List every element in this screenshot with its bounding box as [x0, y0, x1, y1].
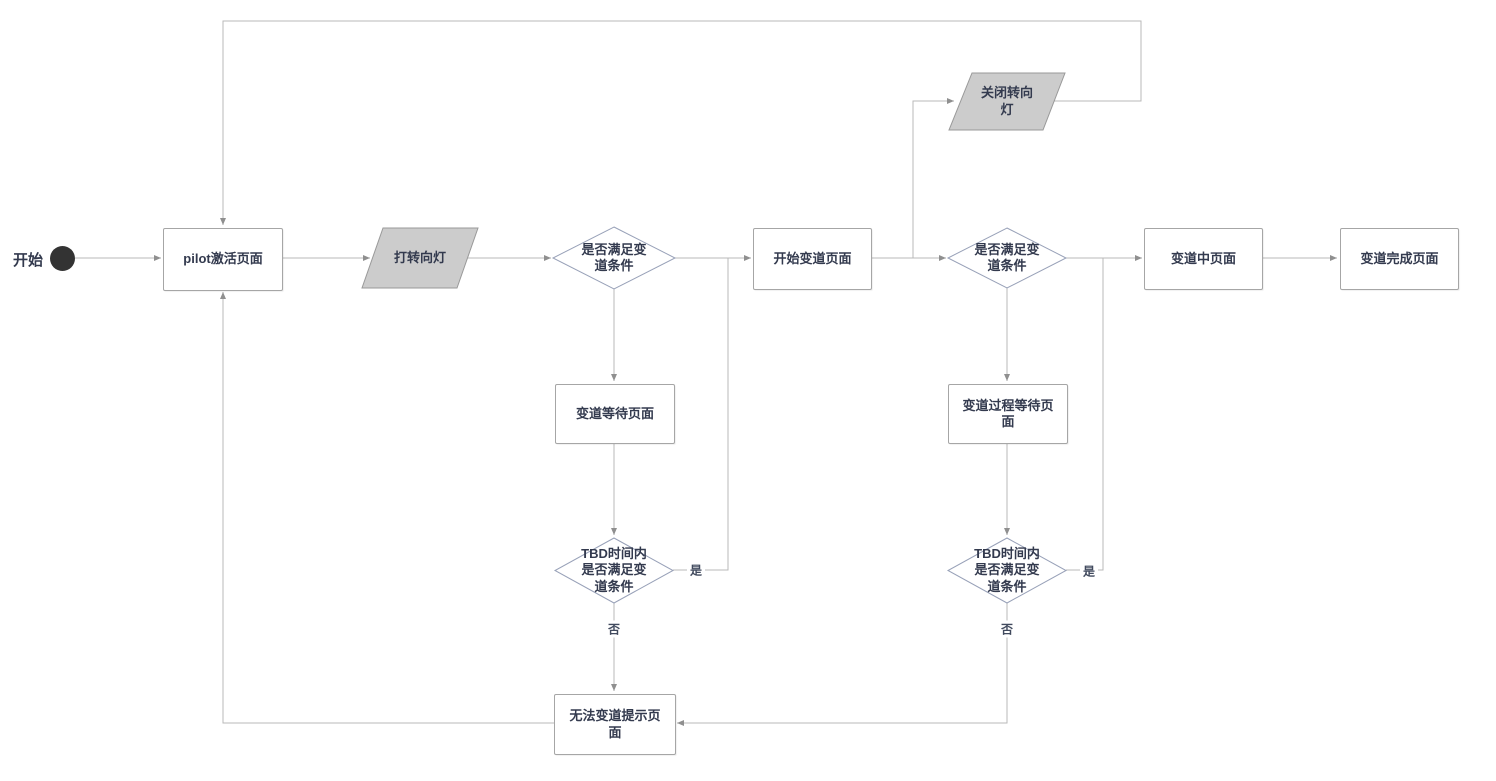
edge-signal-off-to-pilot-top	[220, 20, 1142, 225]
edge-label-yes-1: 是	[686, 561, 706, 579]
edge-fail-to-pilot-bottom	[220, 292, 554, 724]
start-node[interactable]	[50, 246, 75, 271]
node-complete-page[interactable]: 变道完成页面	[1340, 228, 1459, 290]
diamond-shape	[948, 538, 1066, 603]
node-turn-signal-on[interactable]: 打转向灯	[362, 228, 478, 288]
parallelogram-shape	[362, 228, 478, 288]
node-wait-page-2-label: 变道过程等待页面	[962, 397, 1054, 429]
edge-label-yes-2: 是	[1079, 562, 1099, 580]
diamond-shape	[948, 228, 1066, 288]
diamond-shape	[555, 538, 673, 603]
node-changing-page-label: 变道中页面	[1170, 250, 1236, 266]
node-turn-signal-on-label: 打转向灯	[393, 249, 446, 265]
node-tbd-condition-2-label: TBD时间内是否满足变道条件	[974, 546, 1040, 594]
node-condition-1-label: 是否满足变道条件	[581, 241, 647, 273]
node-tbd-condition-1-label: TBD时间内是否满足变道条件	[581, 546, 647, 594]
node-condition-2-label: 是否满足变道条件	[974, 241, 1040, 273]
node-turn-signal-off[interactable]: 关闭转向灯	[949, 73, 1065, 130]
node-condition-2[interactable]: 是否满足变道条件	[948, 228, 1066, 288]
edge-tbd1-yes-to-rail	[673, 258, 729, 571]
node-pilot-page-label: pilot激活页面	[183, 251, 263, 267]
start-label: 开始	[13, 252, 44, 269]
edge-branch-to-signal-off	[912, 98, 954, 258]
node-tbd-condition-2[interactable]: TBD时间内是否满足变道条件	[948, 538, 1066, 603]
node-complete-page-label: 变道完成页面	[1360, 250, 1439, 266]
node-condition-1[interactable]: 是否满足变道条件	[553, 227, 675, 289]
edge-tbd2-no-to-fail	[677, 603, 1008, 726]
parallelogram-shape	[949, 73, 1065, 130]
node-pilot-page[interactable]: pilot激活页面	[163, 228, 283, 291]
node-wait-page-1[interactable]: 变道等待页面	[555, 384, 675, 444]
diamond-shape	[553, 227, 675, 289]
node-begin-lane-change-page[interactable]: 开始变道页面	[753, 228, 872, 290]
node-changing-page[interactable]: 变道中页面	[1144, 228, 1263, 290]
node-turn-signal-off-label: 关闭转向灯	[980, 85, 1033, 117]
node-wait-page-1-label: 变道等待页面	[575, 405, 654, 421]
node-tbd-condition-1[interactable]: TBD时间内是否满足变道条件	[555, 538, 673, 603]
edge-label-no-2: 否	[997, 620, 1017, 638]
node-wait-page-2[interactable]: 变道过程等待页面	[948, 384, 1068, 444]
node-cannot-change-page-label: 无法变道提示页面	[569, 708, 661, 740]
edge-tbd2-yes-to-rail	[1066, 258, 1104, 571]
node-cannot-change-page[interactable]: 无法变道提示页面	[554, 694, 676, 755]
edge-label-no-1: 否	[604, 620, 624, 638]
node-begin-lane-change-label: 开始变道页面	[773, 250, 852, 266]
